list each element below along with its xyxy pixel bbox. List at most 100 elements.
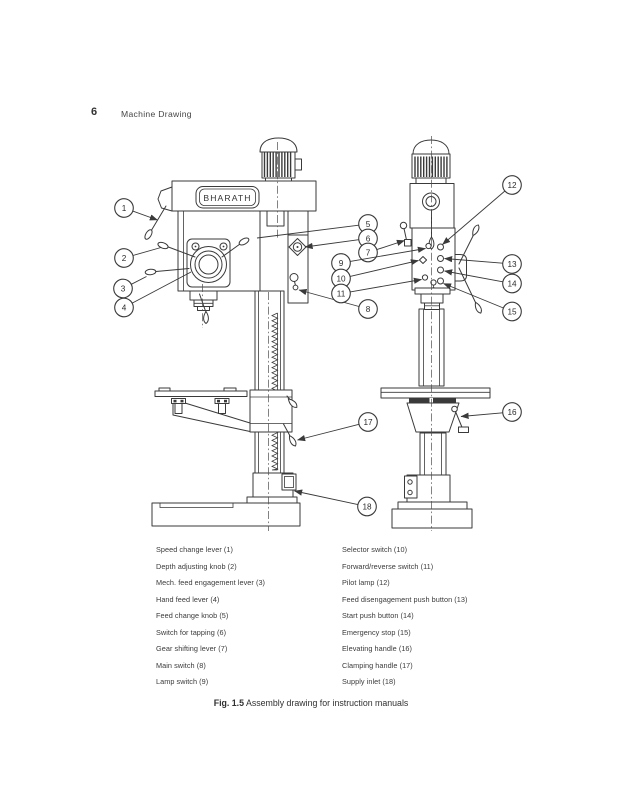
- head-front: BHARATH: [144, 180, 317, 324]
- callout-balloon-12: [502, 175, 522, 195]
- figure-caption: Fig. 1.5 Assembly drawing for instructio…: [0, 698, 622, 708]
- forward-reverse-switch: [421, 274, 429, 281]
- nameplate: [195, 186, 260, 209]
- callout-leader-4: [131, 271, 192, 304]
- legend-item: Selector switch (10): [342, 545, 408, 554]
- column-side-lower: [419, 432, 447, 476]
- main-switch-knob: [289, 273, 299, 282]
- callout-leader-16: [460, 412, 503, 419]
- legend-item: Gear shifting lever (7): [156, 644, 228, 653]
- callout-number-1: 1: [122, 204, 127, 213]
- callout-number-4: 4: [122, 304, 127, 313]
- feed-disengagement-button: [437, 255, 444, 262]
- legend-item: Speed change lever (1): [156, 545, 233, 554]
- callout-number-11: 11: [337, 290, 346, 299]
- legend-column-right: Selector switch (10) Forward/reverse swi…: [342, 545, 467, 694]
- callout-balloon-18: [357, 496, 377, 517]
- callout-leader-12: [442, 190, 506, 245]
- callout-number-18: 18: [362, 503, 372, 512]
- elevating-handle-knob: [451, 405, 458, 413]
- callout-balloon-2: [114, 248, 134, 268]
- table-side: [380, 387, 491, 433]
- figure-caption-text: Assembly drawing for instruction manuals: [244, 698, 409, 708]
- legend-item: Main switch (8): [156, 660, 206, 670]
- callout-leader-13: [444, 255, 503, 264]
- figure-caption-label: Fig. 1.5: [213, 698, 245, 708]
- tapping-switch-lever: [399, 221, 408, 230]
- brand-label: BHARATH: [203, 193, 251, 203]
- callout-balloon-13: [502, 254, 522, 274]
- callout-leader-9: [350, 246, 426, 262]
- callout-number-3: 3: [121, 285, 126, 294]
- front-view: BHARATH: [144, 137, 317, 531]
- callout-number-10: 10: [336, 275, 346, 284]
- legend-item: Clamping handle (17): [342, 660, 413, 670]
- page-number: 6: [91, 106, 98, 118]
- callout-leader-7: [376, 239, 405, 251]
- motor-front: [259, 137, 302, 184]
- callout-leader-15: [443, 283, 504, 309]
- table-front: [154, 387, 300, 448]
- callout-leader-5: [256, 224, 359, 239]
- callout-balloon-4: [114, 297, 134, 318]
- callout-leader-17: [297, 423, 360, 442]
- legend-item: Mech. feed engagement lever (3): [156, 578, 266, 587]
- legend-item: Hand feed lever (4): [156, 594, 220, 604]
- legend-item: Feed change knob (5): [156, 611, 229, 620]
- callout-number-13: 13: [507, 260, 517, 269]
- callout-leader-14: [444, 269, 503, 283]
- callout-leader-3: [131, 276, 147, 285]
- speed-change-lever-knob: [144, 229, 153, 240]
- lamp-switch: [425, 242, 432, 250]
- selector-switch: [418, 256, 428, 264]
- emergency-stop-button: [437, 277, 444, 285]
- callout-leader-8: [298, 288, 360, 307]
- legend-item: Feed disengagement push button (13): [342, 594, 468, 604]
- callout-leader-6: [304, 239, 359, 250]
- callout-leader-10: [349, 259, 419, 277]
- callout-balloon-14: [502, 273, 522, 294]
- callout-number-6: 6: [366, 235, 371, 244]
- callout-balloon-1: [114, 198, 134, 218]
- legend-item: Switch for tapping (6): [156, 627, 227, 637]
- start-push-button: [437, 266, 444, 274]
- legend-item: Pilot lamp (12): [342, 578, 390, 587]
- pilot-lamp: [437, 243, 444, 251]
- hand-feed-lever-knob-up: [470, 223, 481, 238]
- callout-leader-2: [132, 247, 162, 256]
- callout-number-12: 12: [507, 181, 517, 190]
- callout-balloon-17: [358, 412, 378, 432]
- legend-item: Depth adjusting knob (2): [156, 561, 237, 571]
- control-panel-front: [287, 234, 309, 304]
- side-view: [380, 136, 491, 531]
- hand-feed-hub: [190, 246, 227, 283]
- supply-inlet: [281, 473, 297, 491]
- callout-number-8: 8: [366, 305, 371, 314]
- clamp-handle-lower: [286, 433, 299, 448]
- callout-number-17: 17: [363, 418, 373, 427]
- callout-balloon-11: [331, 283, 351, 304]
- callout-number-9: 9: [339, 259, 344, 268]
- pilot-lamp-ring: [422, 192, 440, 211]
- callout-leader-1: [132, 210, 158, 221]
- callout-balloon-8: [358, 299, 378, 319]
- legend-item: Elevating handle (16): [342, 644, 413, 653]
- callout-leader-11: [350, 277, 422, 293]
- page-header-title: Machine Drawing: [121, 109, 192, 119]
- callout-balloon-16: [502, 402, 522, 422]
- legend-item: Emergency stop (15): [342, 627, 411, 637]
- callout-number-7: 7: [366, 249, 371, 258]
- callout-number-16: 16: [507, 408, 517, 417]
- hand-feed-hub-side: [454, 254, 467, 282]
- legend-column-left: Speed change lever (1) Depth adjusting k…: [156, 545, 265, 694]
- motor-side: [411, 139, 451, 184]
- callout-number-14: 14: [507, 280, 517, 289]
- callout-number-5: 5: [366, 220, 371, 229]
- legend-item: Lamp switch (9): [156, 677, 209, 686]
- base-front: [151, 472, 301, 527]
- depth-adjusting-knob: [157, 241, 169, 250]
- legend-item: Supply inlet (18): [342, 677, 396, 686]
